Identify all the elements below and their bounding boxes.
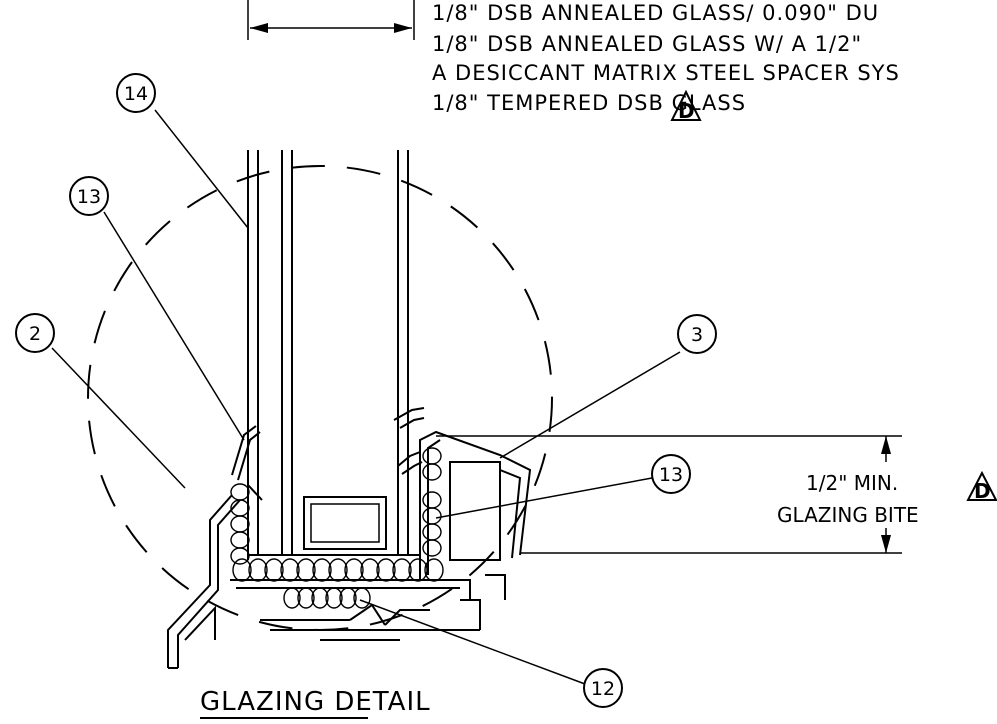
svg-text:2: 2 (29, 323, 41, 345)
note-line-1: 1/8" DSB ANNEALED GLASS/ 0.090" DU (432, 1, 879, 25)
note-line-2: 1/8" DSB ANNEALED GLASS W/ A 1/2" (432, 32, 862, 56)
glazing-bite-value: 1/2" MIN. (806, 471, 898, 495)
glass-spec-notes: 1/8" DSB ANNEALED GLASS/ 0.090" DU 1/8" … (432, 1, 900, 123)
svg-text:14: 14 (124, 83, 148, 105)
glass-unit (247, 150, 420, 560)
revision-triangle-icon: D (966, 470, 997, 503)
leader-lines (51, 109, 681, 685)
glazing-bite-label: GLAZING BITE (777, 503, 919, 527)
svg-text:12: 12 (591, 678, 615, 700)
thickness-dimension (247, 0, 415, 40)
note-line-4: 1/8" TEMPERED DSB GLASS (432, 91, 746, 115)
glazing-bite-dimension: 1/2" MIN. D GLAZING BITE (436, 435, 997, 554)
svg-text:13: 13 (659, 464, 683, 486)
callout-2: 2 (15, 313, 55, 353)
frame-profile (167, 407, 532, 669)
detail-title-text: GLAZING DETAIL (200, 687, 431, 717)
svg-text:13: 13 (77, 186, 101, 208)
callout-13-right: 13 (651, 454, 691, 494)
glazing-beads (230, 447, 444, 609)
callout-3: 3 (677, 314, 717, 354)
callout-13-left: 13 (69, 176, 109, 216)
callout-14: 14 (116, 73, 156, 113)
svg-text:D: D (974, 479, 991, 503)
note-line-3: A DESICCANT MATRIX STEEL SPACER SYS (432, 61, 900, 85)
spacer (303, 496, 387, 550)
callout-12: 12 (583, 668, 623, 708)
svg-text:3: 3 (691, 324, 703, 346)
detail-title: GLAZING DETAIL (200, 687, 431, 719)
svg-text:D: D (678, 99, 695, 123)
revision-triangle-icon: D (670, 89, 702, 123)
